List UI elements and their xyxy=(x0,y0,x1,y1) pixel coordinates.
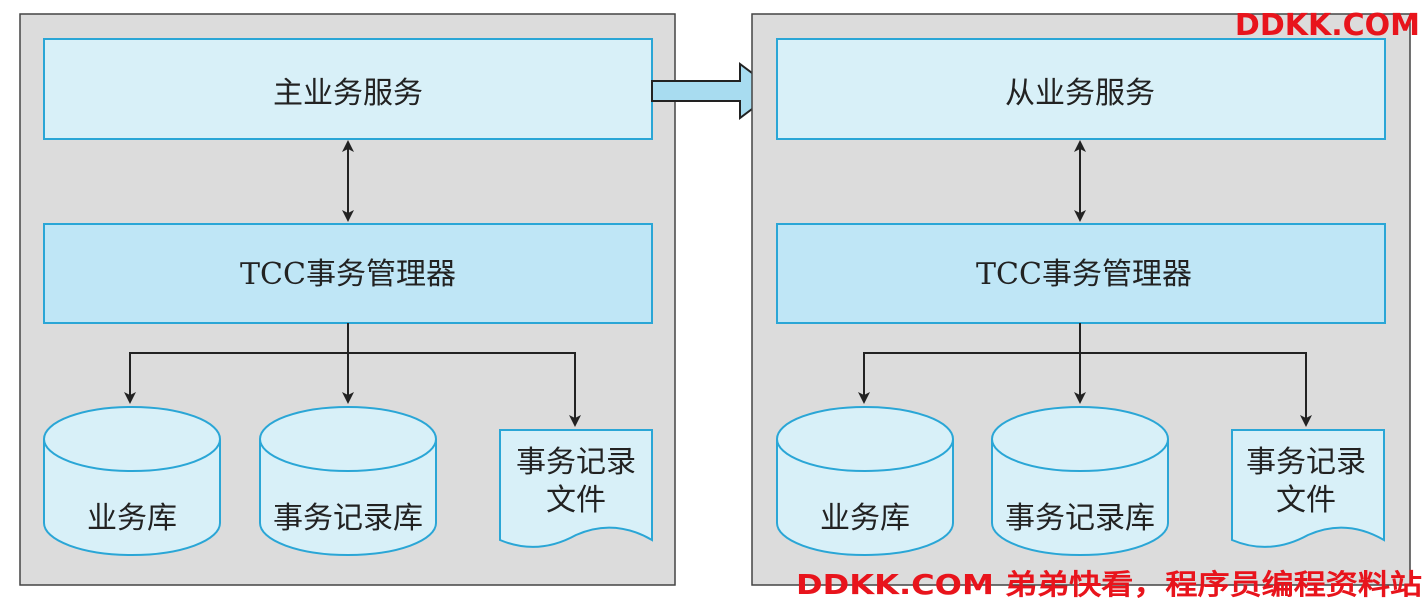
left-file-label-line1: 事务记录 xyxy=(516,445,636,480)
right-file-label-line1: 事务记录 xyxy=(1246,445,1366,480)
watermark-bottom: DDKK.COM 弟弟快看，程序员编程资料站 xyxy=(796,568,1422,599)
left-panel: 主业务服务 TCC事务管理器 业务库 事务记录库 事务记录 文件 xyxy=(19,13,676,586)
left-branch-connectors xyxy=(124,323,581,427)
left-business-db-cylinder: 业务库 xyxy=(43,406,221,556)
left-tcc-box: TCC事务管理器 xyxy=(43,223,653,324)
left-file-label-line2: 文件 xyxy=(546,483,606,518)
left-txlog-db-label: 事务记录库 xyxy=(273,501,423,536)
left-service-box: 主业务服务 xyxy=(43,38,653,140)
right-txlog-db-cylinder: 事务记录库 xyxy=(991,406,1169,556)
watermark-top: DDKK.COM xyxy=(1235,8,1420,43)
left-txlog-db-cylinder: 事务记录库 xyxy=(259,406,437,556)
right-branch-connectors xyxy=(858,323,1312,427)
right-service-label: 从业务服务 xyxy=(1005,76,1155,111)
right-txlog-db-label: 事务记录库 xyxy=(1005,501,1155,536)
left-tcc-label: TCC事务管理器 xyxy=(240,257,456,292)
right-file-label-line2: 文件 xyxy=(1276,483,1336,518)
right-txlog-file-document: 事务记录 文件 xyxy=(1231,429,1385,548)
right-service-box: 从业务服务 xyxy=(776,38,1386,140)
right-panel: 从业务服务 TCC事务管理器 业务库 事务记录库 事务记录 文件 xyxy=(751,13,1411,586)
right-business-db-cylinder: 业务库 xyxy=(776,406,954,556)
left-business-db-label: 业务库 xyxy=(87,501,177,536)
left-service-label: 主业务服务 xyxy=(273,76,423,111)
left-txlog-file-document: 事务记录 文件 xyxy=(499,429,653,548)
right-tcc-box: TCC事务管理器 xyxy=(776,223,1386,324)
right-tcc-label: TCC事务管理器 xyxy=(976,257,1192,292)
right-business-db-label: 业务库 xyxy=(820,501,910,536)
